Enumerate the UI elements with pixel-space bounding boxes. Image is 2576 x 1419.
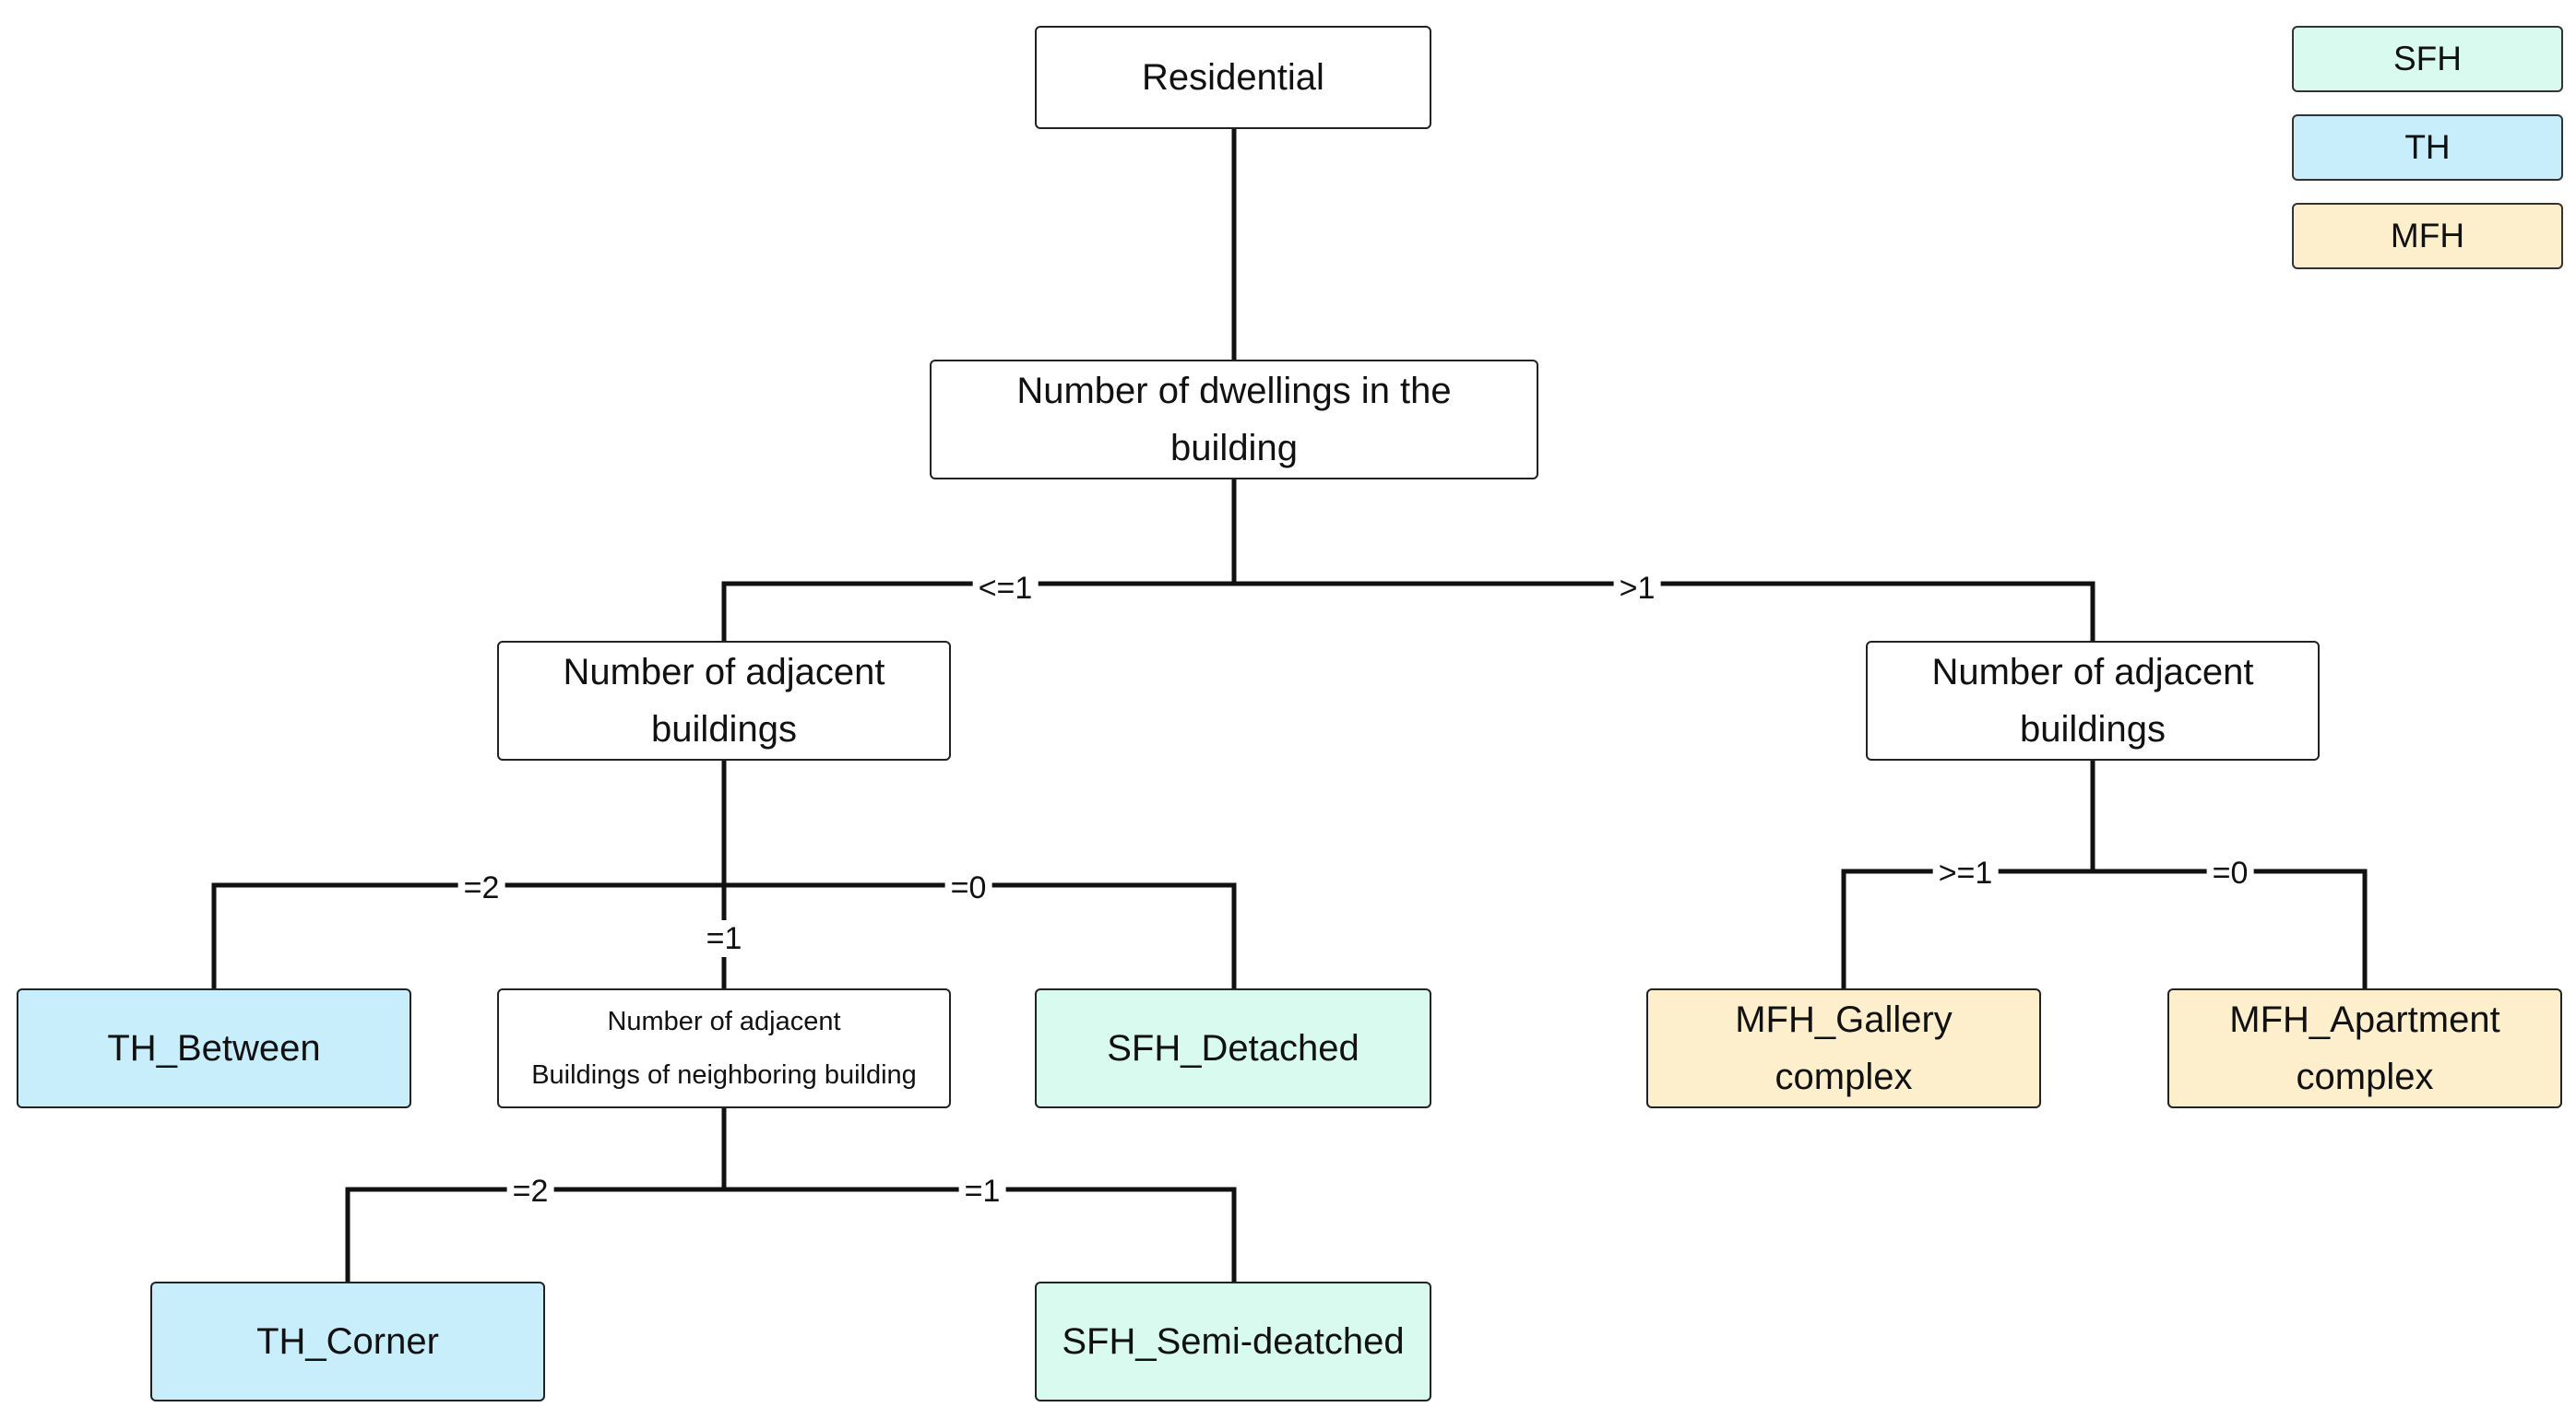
node-mfh-apartment: MFH_Apartment complex xyxy=(2167,988,2562,1108)
node-number-of-dwellings: Number of dwellings in the building xyxy=(930,360,1538,479)
node-adjacent-buildings-neighboring: Number of adjacent Buildings of neighbor… xyxy=(497,988,951,1108)
edge-label-eq1-neighboring: =1 xyxy=(958,1173,1006,1210)
edge-right-left xyxy=(1841,869,2093,988)
edge-label-ge1: >=1 xyxy=(1932,855,1999,892)
edge-label-eq2-neighboring: =2 xyxy=(506,1173,554,1210)
edge-right-right xyxy=(2093,869,2368,988)
edge-dwellings-right xyxy=(1234,581,2095,641)
node-neighboring-line-1: Number of adjacent xyxy=(607,1007,841,1036)
node-adjacent-left-line-1: Number of adjacent xyxy=(563,652,885,692)
edge-label-eq0-right: =0 xyxy=(2206,855,2254,892)
node-th-between: TH_Between xyxy=(17,988,411,1108)
node-sfh-detached-label: SFH_Detached xyxy=(1107,1028,1359,1069)
edge-left-right xyxy=(724,882,1237,988)
edge-label-gt1: >1 xyxy=(1613,570,1661,607)
node-mfh-apartment-line-2: complex xyxy=(2296,1057,2434,1097)
node-neighboring-line-2: Buildings of neighboring building xyxy=(531,1060,917,1090)
edge-label-eq2-left: =2 xyxy=(457,869,505,906)
node-residential-label: Residential xyxy=(1142,57,1324,98)
edge-left-bar xyxy=(211,882,724,988)
node-mfh-apartment-line-1: MFH_Apartment xyxy=(2229,999,2500,1040)
legend-item-sfh: SFH xyxy=(2292,26,2563,92)
node-dwellings-line-1: Number of dwellings in the xyxy=(1016,371,1452,411)
node-sfh-detached: SFH_Detached xyxy=(1035,988,1431,1108)
node-mfh-gallery: MFH_Gallery complex xyxy=(1646,988,2041,1108)
node-adjacent-right-line-1: Number of adjacent xyxy=(1931,652,2254,692)
node-adjacent-buildings-right: Number of adjacent buildings xyxy=(1866,641,2320,761)
legend-label-th: TH xyxy=(2404,128,2451,166)
node-residential: Residential xyxy=(1035,26,1431,129)
node-th-corner: TH_Corner xyxy=(150,1282,545,1401)
edge-label-eq0-left: =0 xyxy=(944,869,992,906)
node-th-corner-label: TH_Corner xyxy=(256,1321,439,1362)
edge-label-eq1-left: =1 xyxy=(700,920,748,957)
node-adjacent-right-line-2: buildings xyxy=(2020,709,2166,750)
node-adjacent-left-line-2: buildings xyxy=(651,709,797,750)
legend-label-sfh: SFH xyxy=(2393,40,2462,77)
node-th-between-label: TH_Between xyxy=(107,1028,321,1069)
node-mfh-gallery-line-1: MFH_Gallery xyxy=(1735,999,1953,1040)
edge-label-le1: <=1 xyxy=(972,570,1039,607)
node-mfh-gallery-line-2: complex xyxy=(1775,1057,1913,1097)
edge-neighboring-right xyxy=(724,1187,1237,1282)
legend-label-mfh: MFH xyxy=(2390,217,2465,254)
node-adjacent-buildings-left: Number of adjacent buildings xyxy=(497,641,951,761)
edge-dwellings-left xyxy=(721,581,1234,641)
edge-neighboring-left xyxy=(345,1187,724,1282)
node-sfh-semi-detached: SFH_Semi-deatched xyxy=(1035,1282,1431,1401)
legend-item-mfh: MFH xyxy=(2292,203,2563,269)
node-dwellings-line-2: building xyxy=(1170,428,1298,468)
legend-item-th: TH xyxy=(2292,114,2563,181)
node-sfh-semi-label: SFH_Semi-deatched xyxy=(1062,1321,1405,1362)
